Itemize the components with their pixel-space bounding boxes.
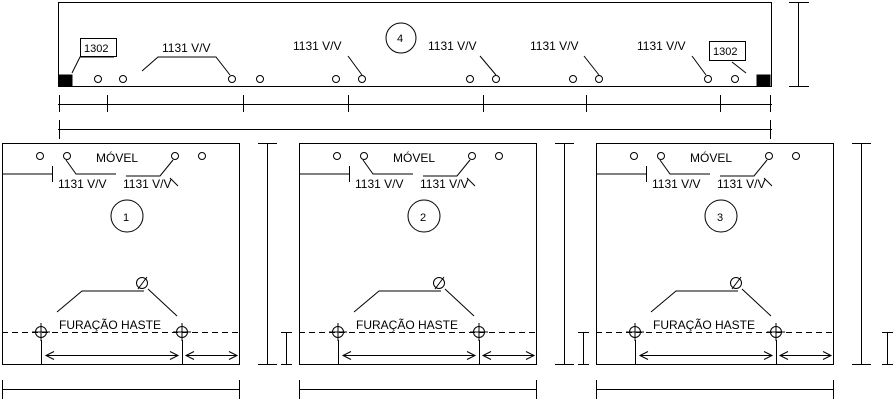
leader-line xyxy=(65,159,116,175)
leader-line xyxy=(353,290,441,313)
movel-label: MÓVEL xyxy=(96,150,138,165)
panel-top-texts: 1302 1302 4 1131 V/V 1131 V/V 1131 V/V 1… xyxy=(84,33,737,58)
panel-number: 2 xyxy=(420,212,426,224)
movel-label: MÓVEL xyxy=(690,150,732,165)
panel-outline xyxy=(596,143,834,365)
hole xyxy=(466,75,474,83)
furacao-haste-label: FURAÇÃO HASTE xyxy=(653,318,755,332)
label-right: 1131 V/V xyxy=(123,177,171,191)
top-label-5: 1131 V/V xyxy=(637,39,685,53)
right-corner-block xyxy=(756,74,771,87)
slashed-hole xyxy=(433,277,445,289)
leader-line xyxy=(56,290,144,313)
hole xyxy=(119,75,127,83)
leader-line xyxy=(423,159,471,177)
hole xyxy=(468,152,476,160)
left-corner-block xyxy=(58,74,73,87)
hole xyxy=(792,152,800,160)
hole xyxy=(495,152,503,160)
top-holes xyxy=(94,75,739,83)
leader-line xyxy=(731,61,747,74)
tag-left-text: 1302 xyxy=(84,43,108,55)
leader-line xyxy=(691,55,707,76)
top-dimensions xyxy=(58,2,809,139)
leader-line xyxy=(169,177,179,187)
top-label-2: 1131 V/V xyxy=(293,39,341,53)
slashed-hole xyxy=(136,277,148,289)
hole xyxy=(595,75,603,83)
leader-line xyxy=(659,159,710,175)
leader-line xyxy=(126,159,174,177)
furacao-haste-label: FURAÇÃO HASTE xyxy=(59,318,161,332)
hole xyxy=(171,152,179,160)
hole xyxy=(198,152,206,160)
hole xyxy=(228,75,236,83)
slashed-hole xyxy=(730,277,742,289)
number-bubble xyxy=(385,22,417,54)
hole xyxy=(360,152,368,160)
leader-line xyxy=(71,56,114,74)
movel-label: MÓVEL xyxy=(393,150,435,165)
top-number: 4 xyxy=(397,33,403,45)
leader-line xyxy=(583,55,600,76)
hole xyxy=(704,75,712,83)
hole xyxy=(256,75,264,83)
panel-outline xyxy=(299,143,537,365)
label-left: 1131 V/V xyxy=(652,177,700,191)
label-left: 1131 V/V xyxy=(58,177,106,191)
label-right: 1131 V/V xyxy=(717,177,765,191)
hole xyxy=(36,152,44,160)
leader-line xyxy=(763,177,773,187)
leader-line xyxy=(479,55,497,76)
tag-right-text: 1302 xyxy=(713,46,737,58)
panel-number: 3 xyxy=(717,212,723,224)
hole xyxy=(657,152,665,160)
panel-number: 1 xyxy=(123,212,129,224)
leader-line xyxy=(650,290,738,313)
leader-line xyxy=(444,288,475,317)
leader-line xyxy=(147,288,178,317)
number-bubble xyxy=(110,199,144,233)
hole xyxy=(63,152,71,160)
panel-outline xyxy=(2,143,240,365)
hole xyxy=(492,75,500,83)
label-left: 1131 V/V xyxy=(355,177,403,191)
leader-line xyxy=(741,288,772,317)
number-bubble xyxy=(704,199,738,233)
slash-mark xyxy=(434,276,445,290)
leader-line xyxy=(362,159,413,175)
hole xyxy=(765,152,773,160)
slash-mark xyxy=(137,276,148,290)
hole xyxy=(358,75,366,83)
furacao-haste-label: FURAÇÃO HASTE xyxy=(356,318,458,332)
leader-line xyxy=(720,159,768,177)
panel-top xyxy=(58,2,772,87)
hole xyxy=(332,75,340,83)
top-label-1: 1131 V/V xyxy=(162,41,210,55)
hole xyxy=(731,75,739,83)
label-right: 1131 V/V xyxy=(420,177,468,191)
hole xyxy=(630,152,638,160)
number-bubble xyxy=(407,199,441,233)
top-label-4: 1131 V/V xyxy=(530,39,578,53)
tag-box-right xyxy=(709,41,746,61)
top-leaders xyxy=(71,55,747,76)
leader-line xyxy=(347,55,363,76)
slash-mark xyxy=(731,276,742,290)
top-label-3: 1131 V/V xyxy=(428,39,476,53)
hole xyxy=(569,75,577,83)
leader-line xyxy=(141,56,231,76)
leader-line xyxy=(466,177,476,187)
panel-top-outline xyxy=(58,2,772,87)
hole xyxy=(94,75,102,83)
tag-box-left xyxy=(80,38,117,57)
hole xyxy=(333,152,341,160)
